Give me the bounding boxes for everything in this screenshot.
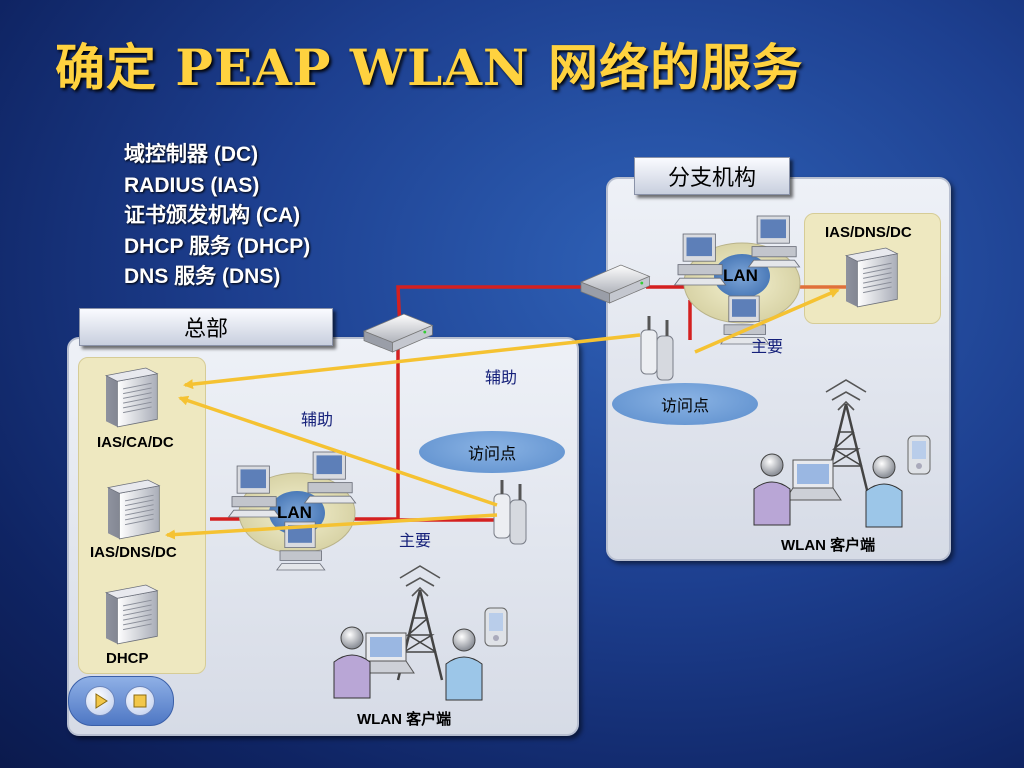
branch-tab: 分支机构 <box>634 157 790 195</box>
hq-tab: 总部 <box>79 308 333 346</box>
hq-server-panel <box>78 357 206 674</box>
forward-icon <box>95 693 108 709</box>
service-item: DHCP 服务 (DHCP) <box>124 234 311 258</box>
slide-nav-controls <box>68 676 174 726</box>
page-title: 确定 PEAP WLAN 网络的服务 <box>55 38 804 97</box>
branch-access-point-label: 访问点 <box>612 383 758 425</box>
forward-button[interactable] <box>85 686 115 716</box>
hq-secondary-label: 辅助 <box>301 410 334 429</box>
hq-server-label: DHCP <box>106 650 149 667</box>
service-item: DNS 服务 (DNS) <box>124 265 281 288</box>
hq-lan-label: LAN <box>277 503 312 522</box>
service-item: 证书颁发机构 (CA) <box>124 204 301 227</box>
service-item: RADIUS (IAS) <box>124 173 260 197</box>
branch-wlan-clients-label: WLAN 客户端 <box>781 537 876 554</box>
branch-primary-label: 主要 <box>751 337 784 356</box>
hq-primary-label: 主要 <box>399 531 432 550</box>
hq-server-label: IAS/CA/DC <box>97 434 174 451</box>
branch-server-label: IAS/DNS/DC <box>825 224 912 241</box>
hq-access-point-label: 访问点 <box>419 431 565 473</box>
stop-icon <box>133 694 147 708</box>
stop-button[interactable] <box>125 686 155 716</box>
service-list: 域控制器 (DC) RADIUS (IAS) 证书颁发机构 (CA) DHCP … <box>124 140 310 293</box>
branch-lan-label: LAN <box>723 266 758 285</box>
branch-secondary-label: 辅助 <box>485 368 518 387</box>
service-item: 域控制器 (DC) <box>124 143 259 166</box>
hq-wlan-clients-label: WLAN 客户端 <box>357 711 452 728</box>
hq-server-label: IAS/DNS/DC <box>90 544 177 561</box>
